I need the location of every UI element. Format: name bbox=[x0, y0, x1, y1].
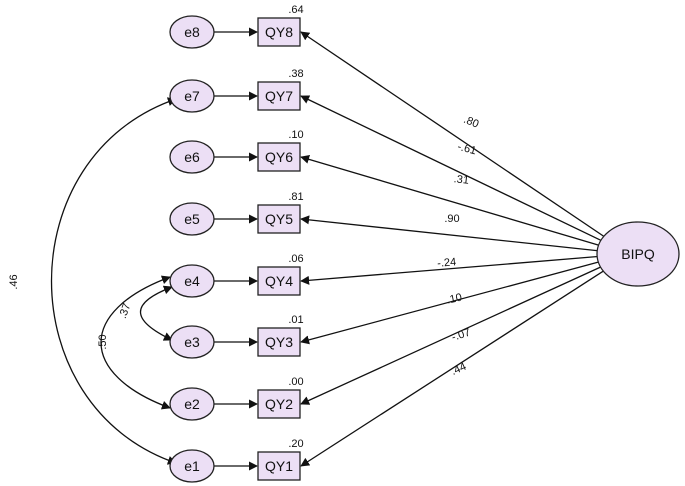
loading-arrow bbox=[300, 215, 599, 252]
error-node bbox=[169, 140, 215, 174]
indicator-box bbox=[257, 142, 301, 172]
r-squared-label: .81 bbox=[288, 191, 303, 203]
indicator-box bbox=[257, 266, 301, 296]
r-squared-label: .06 bbox=[288, 253, 303, 265]
loading-label: .44 bbox=[449, 361, 468, 378]
loading-label: .10 bbox=[446, 292, 463, 307]
error-node bbox=[169, 325, 215, 359]
error-node bbox=[169, 264, 215, 298]
indicator-label: QY5 bbox=[265, 211, 293, 227]
r-squared-label: .00 bbox=[288, 376, 303, 388]
loading-label: .90 bbox=[444, 213, 459, 225]
indicator-box bbox=[257, 204, 301, 234]
loading-label: -.07 bbox=[450, 327, 472, 344]
loading-arrow bbox=[300, 270, 605, 467]
indicator-box bbox=[257, 327, 301, 357]
indicator-box bbox=[257, 81, 301, 111]
indicator-label: QY2 bbox=[265, 396, 293, 412]
loading-label: -.61 bbox=[456, 141, 477, 158]
loading-label: .31 bbox=[453, 173, 470, 187]
r-squared-label: .38 bbox=[288, 68, 303, 80]
indicator-box bbox=[257, 389, 301, 419]
covariance-arc-e4-e2 bbox=[100, 275, 171, 410]
loading-arrow bbox=[300, 255, 599, 285]
r-squared-label: .01 bbox=[288, 314, 303, 326]
indicator-label: QY3 bbox=[265, 334, 293, 350]
r-squared-label: .10 bbox=[288, 129, 303, 141]
covariance-label: .46 bbox=[8, 274, 20, 289]
indicator-label: QY1 bbox=[265, 458, 293, 474]
error-label: e7 bbox=[184, 88, 200, 104]
covariance-label: .37 bbox=[117, 302, 134, 320]
loading-arrow bbox=[300, 261, 600, 345]
error-node bbox=[169, 449, 215, 483]
indicator-label: QY8 bbox=[265, 24, 293, 40]
indicator-label: QY6 bbox=[265, 149, 293, 165]
error-node bbox=[169, 15, 215, 49]
error-label: e2 bbox=[184, 396, 200, 412]
loading-label: -.24 bbox=[437, 256, 457, 270]
error-label: e1 bbox=[184, 458, 200, 474]
covariance-arc-e7-e1 bbox=[51, 97, 177, 465]
error-node bbox=[169, 79, 215, 113]
r-squared-label: .20 bbox=[288, 438, 303, 450]
latent-label: BIPQ bbox=[621, 246, 655, 262]
loading-arrow bbox=[300, 95, 602, 242]
indicator-box bbox=[257, 451, 301, 481]
indicator-label: QY7 bbox=[265, 88, 293, 104]
covariance-arc-e4-e3 bbox=[140, 285, 173, 341]
indicator-box bbox=[257, 17, 301, 47]
error-label: e6 bbox=[184, 149, 200, 165]
loading-label: .80 bbox=[462, 114, 481, 131]
r-squared-label: .64 bbox=[288, 4, 303, 16]
error-node bbox=[169, 202, 215, 236]
error-label: e3 bbox=[184, 334, 200, 350]
error-label: e8 bbox=[184, 24, 200, 40]
loading-arrow bbox=[300, 266, 602, 405]
error-label: e4 bbox=[184, 273, 200, 289]
loading-arrow bbox=[300, 31, 605, 238]
error-node bbox=[169, 387, 215, 421]
indicator-label: QY4 bbox=[265, 273, 293, 289]
loading-arrow bbox=[300, 154, 600, 246]
error-label: e5 bbox=[184, 211, 200, 227]
covariance-label: .50 bbox=[97, 334, 109, 349]
latent-node bbox=[596, 221, 680, 287]
